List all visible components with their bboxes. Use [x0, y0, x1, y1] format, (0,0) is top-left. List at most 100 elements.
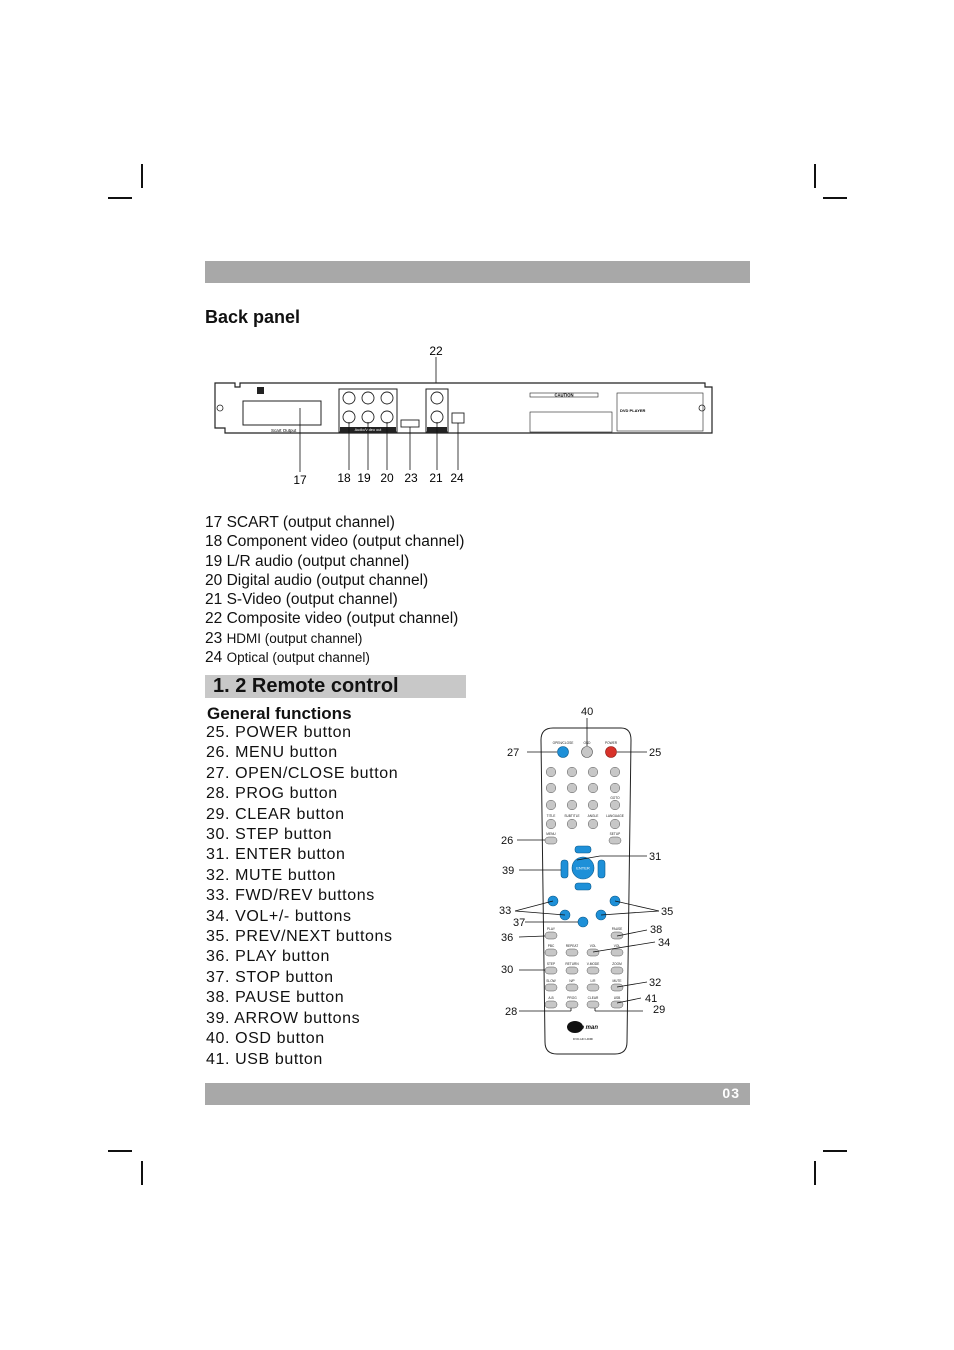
svg-text:SLOW: SLOW — [546, 979, 555, 983]
svg-text:PROG: PROG — [567, 996, 577, 1000]
svg-text:MENU: MENU — [546, 832, 556, 836]
svg-text:SUBTITLE: SUBTITLE — [564, 814, 579, 818]
callout-32: 32 — [649, 977, 661, 989]
page-number: 03 — [722, 1085, 740, 1101]
callout-26: 26 — [501, 835, 513, 847]
callout-31: 31 — [649, 851, 661, 863]
list-item: 27. OPEN/CLOSE button — [206, 764, 399, 782]
callout-30: 30 — [501, 964, 513, 976]
callout-18: 18 — [337, 471, 351, 485]
list-item: 21 S-Video (output channel) — [205, 591, 398, 609]
crop-mark — [814, 164, 816, 188]
callout-41: 41 — [645, 993, 657, 1005]
svg-text:TITLE: TITLE — [547, 814, 556, 818]
stop-button — [577, 916, 589, 928]
av-out-label: Audio/Video out — [355, 428, 383, 432]
callout-37: 37 — [513, 917, 525, 929]
svg-text:PBC: PBC — [548, 944, 555, 948]
callout-23: 23 — [404, 471, 418, 485]
remote-body — [540, 727, 632, 1055]
list-item: 26. MENU button — [206, 744, 338, 762]
svg-text:GOTO: GOTO — [610, 796, 620, 800]
callout-39: 39 — [502, 865, 514, 877]
list-item: 28. PROG button — [206, 785, 338, 803]
function-list: 25. POWER button 26. MENU button 27. OPE… — [206, 723, 398, 1070]
list-item: 35. PREV/NEXT buttons — [206, 928, 393, 946]
svg-text:N/P: N/P — [569, 979, 574, 983]
svg-text:CLEAR: CLEAR — [588, 996, 599, 1000]
list-item: 34. VOL+/- buttons — [206, 907, 352, 925]
callout-28: 28 — [505, 1006, 517, 1018]
callout-25: 25 — [649, 747, 661, 759]
callout-35: 35 — [661, 906, 673, 918]
list-item: 39. ARROW buttons — [206, 1009, 361, 1027]
open-close-button — [557, 746, 569, 758]
list-item: 23 HDMI (output channel) — [205, 629, 363, 647]
menu-button — [544, 836, 558, 845]
back-panel-title: Back panel — [205, 307, 301, 327]
list-item: 24 Optical (output channel) — [205, 649, 370, 667]
svg-text:L/R: L/R — [591, 979, 597, 983]
list-item: 32. MUTE button — [206, 866, 336, 884]
callout-21: 21 — [429, 471, 443, 485]
svg-text:PLAY: PLAY — [547, 927, 556, 931]
svg-text:PAUSE: PAUSE — [612, 927, 623, 931]
svg-text:POWER: POWER — [605, 741, 618, 745]
crop-mark — [823, 197, 847, 199]
port-list: 17 SCART (output channel) 18 Component v… — [205, 513, 464, 667]
list-item: 38. PAUSE button — [206, 989, 345, 1007]
svg-text:VOL: VOL — [614, 944, 621, 948]
list-item: 29. CLEAR button — [206, 805, 345, 823]
section-title: 1. 2 Remote control — [213, 675, 399, 697]
list-item: 40. OSD button — [206, 1030, 325, 1048]
list-item: 22 Composite video (output channel) — [205, 610, 459, 628]
crop-mark — [108, 1150, 132, 1152]
brand-logo — [567, 1021, 583, 1033]
svg-text:ENTER: ENTER — [576, 866, 590, 871]
callout-34: 34 — [658, 937, 670, 949]
callout-27: 27 — [507, 747, 519, 759]
callout-20: 20 — [380, 471, 394, 485]
back-panel-diagram: 22 Scart Output Audio/Video out CAUTION … — [214, 344, 713, 487]
callout-36: 36 — [501, 932, 513, 944]
svg-text:MUTE: MUTE — [612, 979, 621, 983]
arrow-buttons — [560, 845, 606, 891]
list-item: 30. STEP button — [206, 826, 333, 844]
svg-text:RETURN: RETURN — [565, 962, 579, 966]
crop-mark — [814, 1161, 816, 1185]
enter-button — [571, 856, 595, 880]
caution-label: CAUTION — [554, 393, 573, 398]
callout-29: 29 — [653, 1004, 665, 1016]
svg-text:V-MODE: V-MODE — [587, 962, 600, 966]
list-item: 31. ENTER button — [206, 846, 346, 864]
list-item: 17 SCART (output channel) — [205, 514, 395, 531]
list-item: 20 Digital audio (output channel) — [205, 571, 429, 589]
svg-text:SETUP: SETUP — [610, 832, 621, 836]
svg-text:ZOOM: ZOOM — [612, 962, 622, 966]
crop-mark — [141, 1161, 143, 1185]
svg-text:OPEN/CLOSE: OPEN/CLOSE — [553, 741, 574, 745]
list-item: 19 L/R audio (output channel) — [205, 552, 410, 570]
list-item: 18 Component video (output channel) — [205, 533, 465, 551]
footer-bar: 03 — [205, 1083, 750, 1105]
callout-33: 33 — [499, 905, 511, 917]
callout-22: 22 — [429, 344, 443, 358]
model-label: DVD-HD HDMI — [573, 1037, 593, 1041]
svg-text:ANGLE: ANGLE — [588, 814, 599, 818]
crop-mark — [823, 1150, 847, 1152]
general-functions-title: General functions — [207, 704, 352, 723]
brand-label: mp man — [575, 1025, 598, 1031]
svg-text:STEP: STEP — [547, 962, 555, 966]
svg-text:REPEAT: REPEAT — [566, 944, 579, 948]
list-item: 33. FWD/REV buttons — [206, 887, 375, 905]
power-button — [605, 746, 617, 758]
svg-text:VOL: VOL — [590, 944, 597, 948]
crop-mark — [141, 164, 143, 188]
callout-40: 40 — [581, 706, 593, 718]
svg-text:USB: USB — [614, 996, 621, 1000]
callout-19: 19 — [357, 471, 371, 485]
list-item: 37. STOP button — [206, 968, 334, 986]
list-item: 41. USB button — [206, 1050, 323, 1068]
device-label: DVD PLAYER — [620, 408, 646, 413]
section-header: 1. 2 Remote control — [205, 675, 466, 698]
